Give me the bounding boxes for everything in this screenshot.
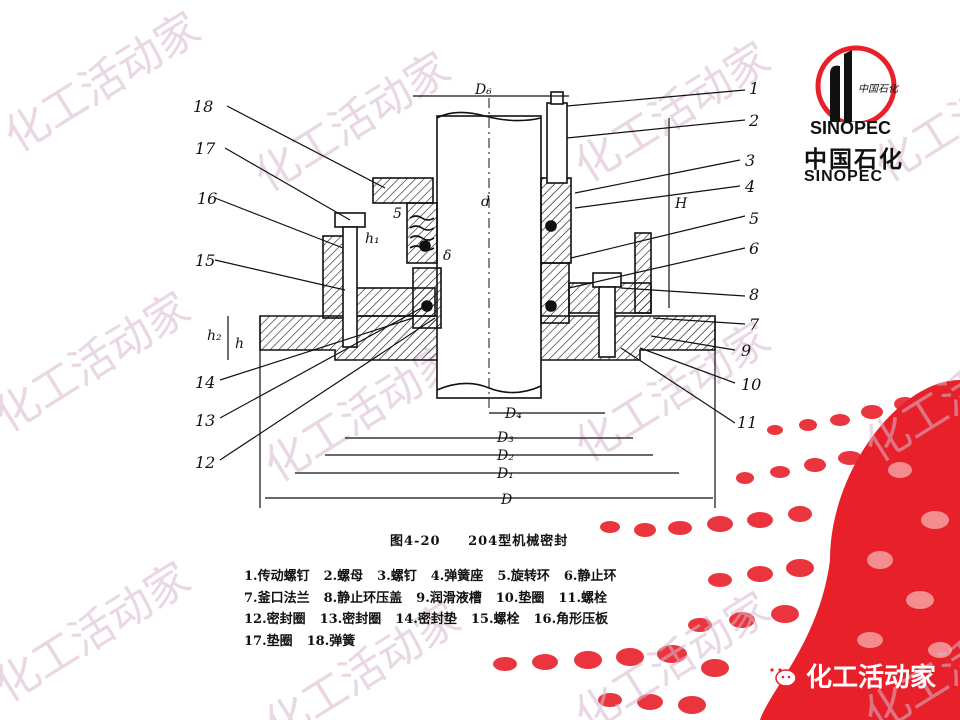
logo-english-name: SINOPEC — [804, 168, 884, 185]
caption-number: 图4-20 — [390, 534, 441, 549]
part-label: 18 — [193, 97, 213, 116]
logo-chinese-name: 中国石化 — [804, 147, 904, 173]
dimension-label: h — [235, 336, 244, 352]
legend-item: 2.螺母 — [323, 569, 364, 584]
legend-item: 4.弹簧座 — [430, 569, 484, 584]
mechanical-seal-drawing: 1 2 3 4 5 6 8 7 9 10 11 18 17 16 15 14 1… — [193, 79, 761, 508]
legend-item: 10.垫圈 — [495, 590, 545, 606]
part-label: 12 — [195, 453, 215, 472]
legend-item: 6.静止环 — [563, 569, 617, 584]
legend-item: 12.密封圈 — [244, 612, 306, 627]
legend-item: 1.传动螺钉 — [244, 569, 310, 584]
part-label: 3 — [745, 151, 755, 170]
legend-row: 7.釜口法兰 8.静止环压盖 9.润滑液槽 10.垫圈 11.螺栓 — [244, 588, 724, 610]
wechat-icon — [764, 662, 797, 687]
legend-item: 17.垫圈 — [244, 633, 293, 649]
part-label: 17 — [195, 139, 216, 158]
part-label: 15 — [195, 251, 215, 270]
part-label: 2 — [748, 111, 759, 130]
legend-item: 15.螺栓 — [470, 612, 520, 627]
part-label: 1 — [749, 79, 759, 98]
part-label: 9 — [741, 341, 751, 360]
legend-item: 14.密封垫 — [395, 612, 457, 627]
legend-row: 17.垫圈 18.弹簧 — [244, 631, 724, 653]
part-label: 7 — [749, 315, 760, 334]
legend-item: 3.螺钉 — [377, 569, 417, 584]
legend-row: 12.密封圈 13.密封圈 14.密封垫 15.螺栓 16.角形压板 — [244, 609, 724, 631]
legend-item: 8.静止环压盖 — [323, 590, 403, 606]
svg-text:SINOPEC: SINOPEC — [810, 118, 891, 138]
part-label: 10 — [741, 375, 761, 394]
wechat-account-name: 化工活动家 — [806, 662, 937, 693]
figure-caption: 图4-20 204型机械密封 — [390, 530, 590, 549]
dimension-label: H — [674, 196, 688, 212]
legend-item: 13.密封圈 — [319, 612, 382, 627]
part-label: 8 — [749, 285, 759, 304]
dimension-label: h₂ — [207, 328, 222, 344]
legend-item: 18.弹簧 — [306, 633, 356, 649]
legend-item: 11.螺栓 — [558, 590, 607, 606]
dimension-label: D — [500, 492, 512, 508]
caption-title: 204型机械密封 — [468, 534, 569, 549]
parts-legend: 1.传动螺钉 2.螺母 3.螺钉 4.弹簧座 5.旋转环 6.静止环 7.釜口法兰 8.静止… — [244, 566, 724, 652]
legend-item: 5.旋转环 — [497, 569, 550, 584]
part-label: 13 — [195, 411, 215, 430]
wechat-account-badge: 化工活动家 — [762, 656, 936, 694]
part-label: 16 — [197, 189, 217, 208]
dimension-label: D₂ — [496, 448, 514, 464]
dimension-label: D₁ — [496, 466, 514, 482]
sinopec-logo: 中国石化 SINOPEC — [810, 45, 902, 138]
dimension-label: 5 — [393, 206, 402, 222]
dimension-label: δ — [443, 248, 451, 264]
part-label: 11 — [737, 413, 757, 432]
dimension-label: D₄ — [504, 406, 522, 422]
legend-item: 7.釜口法兰 — [244, 590, 310, 606]
dimension-label: d — [481, 194, 490, 210]
part-label: 4 — [744, 177, 755, 196]
svg-text:中国石化: 中国石化 — [858, 83, 900, 95]
dimension-label: h₁ — [365, 231, 380, 247]
part-label: 14 — [195, 373, 215, 392]
part-label: 5 — [749, 209, 759, 228]
legend-item: 16.角形压板 — [533, 612, 609, 627]
dimension-label: D₃ — [496, 430, 514, 446]
dimension-label: D₆ — [474, 82, 492, 98]
legend-item: 9.润滑液槽 — [416, 590, 482, 606]
legend-row: 1.传动螺钉 2.螺母 3.螺钉 4.弹簧座 5.旋转环 6.静止环 — [244, 566, 724, 588]
part-label: 6 — [749, 239, 759, 258]
